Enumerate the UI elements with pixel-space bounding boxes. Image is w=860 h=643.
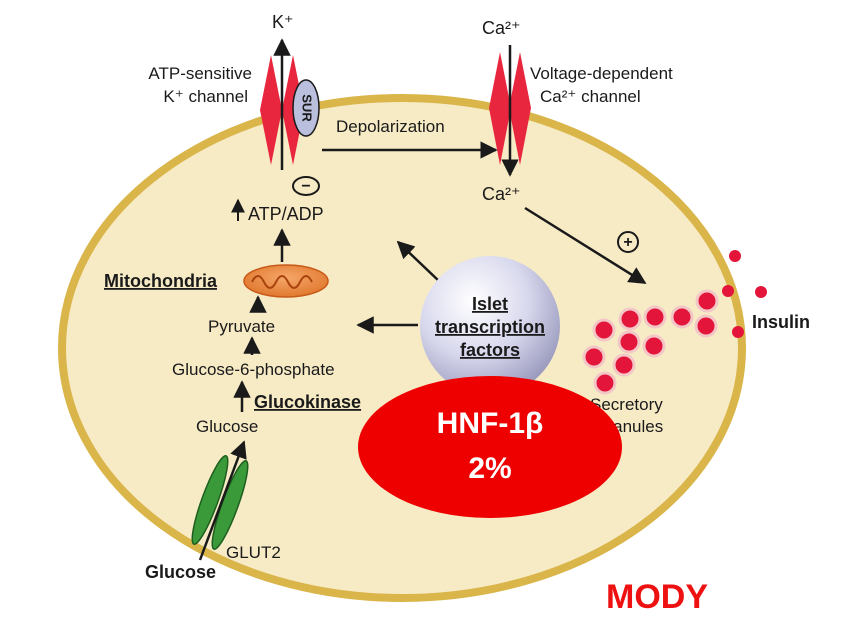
voltage-dependent-ca-channel (489, 52, 531, 165)
minus-sign-text: − (301, 178, 310, 195)
ca-ion-top-label: Ca²⁺ (482, 18, 521, 38)
pyruvate-label: Pyruvate (208, 317, 275, 336)
hnf1b-gene-label: HNF-1β (437, 407, 544, 440)
vd-ca-channel-label-2: Ca²⁺ channel (540, 87, 641, 106)
glut2-label: GLUT2 (226, 543, 281, 562)
plus-sign-icon: + (617, 231, 639, 253)
glucose-6-phosphate-label: Glucose-6-phosphate (172, 360, 335, 379)
islet-transcription-factors-sphere: Islet transcription factors (420, 256, 560, 396)
plus-sign-text: + (623, 234, 632, 251)
hnf1b-percent-label: 2% (468, 452, 511, 485)
mitochondria-label: Mitochondria (104, 271, 218, 291)
glucose-uptake-arrow (198, 440, 247, 561)
ca-to-granules-arrow (524, 206, 647, 285)
mody-label: MODY (606, 578, 708, 616)
islet-label-1: Islet (472, 294, 508, 314)
sur-label: SUR (300, 94, 315, 122)
vd-ca-channel-label-1: Voltage-dependent (530, 64, 673, 83)
glut2-transporter (191, 454, 249, 551)
islet-label-3: factors (460, 340, 520, 360)
mitochondrion-icon (243, 264, 329, 298)
secretory-granules (582, 289, 719, 395)
released-insulin-dots (722, 250, 767, 338)
glucose-inside-label: Glucose (196, 417, 258, 436)
islet-label-2: transcription (435, 317, 545, 337)
ca-ion-inside-label: Ca²⁺ (482, 184, 521, 204)
atp-k-channel-label-2: K⁺ channel (163, 87, 248, 106)
atp-adp-label: ATP/ADP (248, 204, 324, 224)
glucokinase-label: Glucokinase (254, 392, 361, 412)
islet-to-mito-arrow (396, 240, 441, 283)
sur-receptor: SUR (292, 79, 320, 137)
minus-sign-icon: − (292, 176, 320, 196)
insulin-label: Insulin (752, 312, 810, 332)
beta-cell-membrane (58, 94, 746, 602)
k-ion-label: K⁺ (272, 12, 294, 32)
atp-k-channel-label-1: ATP-sensitive (148, 64, 252, 83)
depolarization-label: Depolarization (336, 117, 445, 136)
secretory-granules-label-1: Secretory (590, 395, 663, 414)
hnf1b-highlight: HNF-1β 2% (358, 376, 622, 518)
glucose-outside-label: Glucose (145, 562, 216, 582)
